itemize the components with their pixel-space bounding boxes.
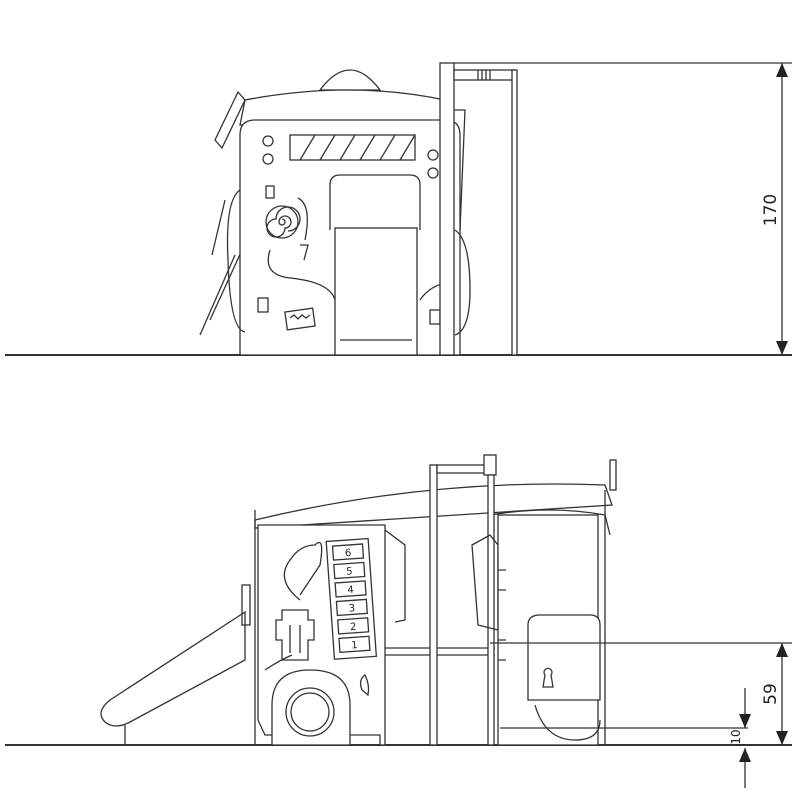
light-icon: [427, 167, 439, 179]
frame-bar: [453, 69, 515, 81]
ladder-rung: [334, 580, 367, 598]
slide-handle: [241, 584, 251, 626]
panel-window: [257, 297, 269, 313]
frame-post: [429, 464, 438, 746]
frame-post: [511, 69, 518, 356]
hose-reel-icon: [265, 185, 309, 261]
slide: [100, 610, 246, 727]
roof-dome: [318, 69, 382, 91]
hydrant-icon: [275, 609, 315, 661]
roof-underside: [489, 509, 611, 536]
smoke-shape: [283, 541, 323, 601]
ladder-number: 4: [347, 585, 354, 596]
brand-logo-mark: [289, 314, 311, 320]
slide-front: [334, 227, 418, 356]
wheel-icon: [271, 669, 351, 746]
clearance-dimension: 10: [500, 688, 751, 788]
ladder-number: 3: [348, 603, 355, 614]
front-view: 170: [5, 62, 792, 356]
dimension-label: 59: [761, 683, 781, 705]
ladder-number: 2: [350, 622, 357, 633]
flame-icon: [359, 674, 370, 697]
hydrant-detail: [289, 625, 301, 653]
side-view: 6 5 4 3 2 1 59: [5, 454, 792, 788]
warning-stripe-hatch: [299, 134, 416, 161]
storage-box: [527, 614, 601, 701]
dimension-label: 10: [729, 729, 743, 744]
frame-post: [439, 62, 455, 356]
height-dimension: 170: [454, 62, 792, 355]
ladder-number: 6: [345, 548, 352, 559]
rear-cap: [609, 459, 617, 491]
brand-logo: [284, 307, 316, 331]
light-icon: [427, 149, 439, 161]
ladder-rung: [335, 598, 369, 617]
window-frame: [384, 529, 406, 623]
platform-dimension: 59: [490, 642, 792, 745]
ladder-number: 5: [346, 566, 353, 577]
frame-cap: [483, 454, 497, 476]
keyhole-icon: [542, 667, 554, 688]
light-icon: [262, 135, 274, 147]
rear-details: [498, 569, 506, 661]
light-icon: [262, 153, 274, 165]
dimension-label: 170: [761, 194, 781, 226]
ladder-rung: [337, 617, 370, 635]
ladder-rung: [338, 635, 371, 654]
door-opening: [329, 174, 421, 230]
mirror-left: [214, 90, 246, 150]
bar-grip: [477, 70, 491, 80]
ladder: 6 5 4 3 2 1: [325, 537, 378, 660]
rear-wheel: [534, 704, 601, 741]
hose-line: [264, 654, 293, 671]
frame-post: [487, 474, 495, 746]
hose-line: [267, 249, 336, 301]
side-panel-left: [199, 199, 243, 336]
ladder-rung: [333, 561, 366, 580]
ladder-number: 1: [351, 640, 358, 651]
cab-left-side: [226, 189, 246, 333]
ladder-rung: [331, 543, 365, 561]
